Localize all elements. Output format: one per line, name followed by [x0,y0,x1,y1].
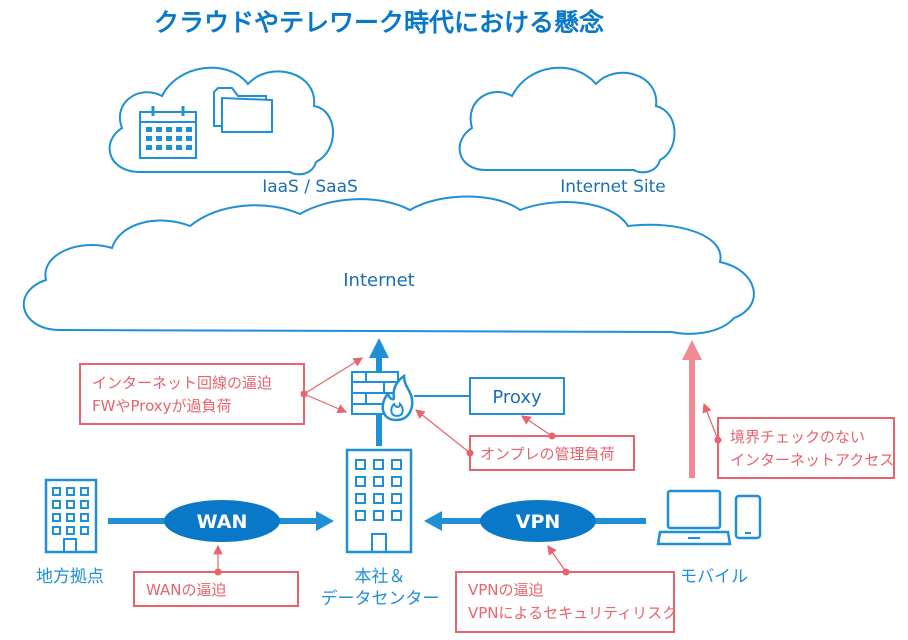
cloud-label-internet-site: Internet Site [560,177,666,197]
cloud-internet-site [458,66,676,174]
branch-building-icon [44,478,98,554]
callout-perimeter-text2: インターネットアクセス [730,451,894,469]
cloud-iaas-saas [108,66,334,176]
cloud-label-internet: Internet [343,270,414,291]
callout-pointer [547,545,567,573]
wan-pill [164,500,280,542]
page-title: クラウドやテレワーク時代における懸念 [154,8,604,37]
callout-internet-line-text2: FWやProxyが過負荷 [92,397,232,415]
folder-icon [213,87,273,133]
flame-icon [381,373,414,422]
callout-perimeter [717,417,895,479]
callout-vpn-text1: VPNの逼迫 [468,581,544,599]
cloud-internet [22,195,755,335]
vpn-arrowhead [424,511,442,531]
callout-internet-line [79,363,305,425]
callout-pointer [521,415,553,437]
vpn-pill [480,500,596,542]
mobile-label: モバイル [680,567,748,587]
hq-label-line2: データセンター [321,588,440,609]
laptop-icon [656,489,732,546]
smartphone-icon [734,494,762,540]
callout-perimeter-text1: 境界チェックのない [730,428,865,446]
proxy-label: Proxy [492,387,542,408]
callout-internet-line-text1: インターネット回線の逼迫 [92,374,272,392]
proxy-box [469,377,565,415]
callout-onprem [469,435,635,471]
callout-wan [133,571,299,607]
wan-label: WAN [197,511,248,533]
vpn-label: VPN [516,511,561,533]
hq-building-icon [345,448,413,554]
branch-label: 地方拠点 [36,567,104,587]
hq-label-line1: 本社＆ [355,567,406,587]
mobile-internet-arrowhead [682,340,702,360]
callout-pointer [415,409,471,454]
callout-onprem-text: オンプレの管理負荷 [480,445,615,463]
wan-arrowhead [316,511,334,531]
callout-pointer [303,357,364,395]
callout-vpn [455,571,675,633]
cloud-label-iaas-saas: IaaS / SaaS [262,177,358,197]
hq-internet-arrowhead [369,338,389,358]
callout-pointer [702,402,719,441]
callout-pointer [303,393,348,414]
callout-vpn-text2: VPNによるセキュリティリスク [468,604,677,622]
calendar-icon [139,106,197,159]
callout-wan-text: WANの逼迫 [146,581,227,599]
